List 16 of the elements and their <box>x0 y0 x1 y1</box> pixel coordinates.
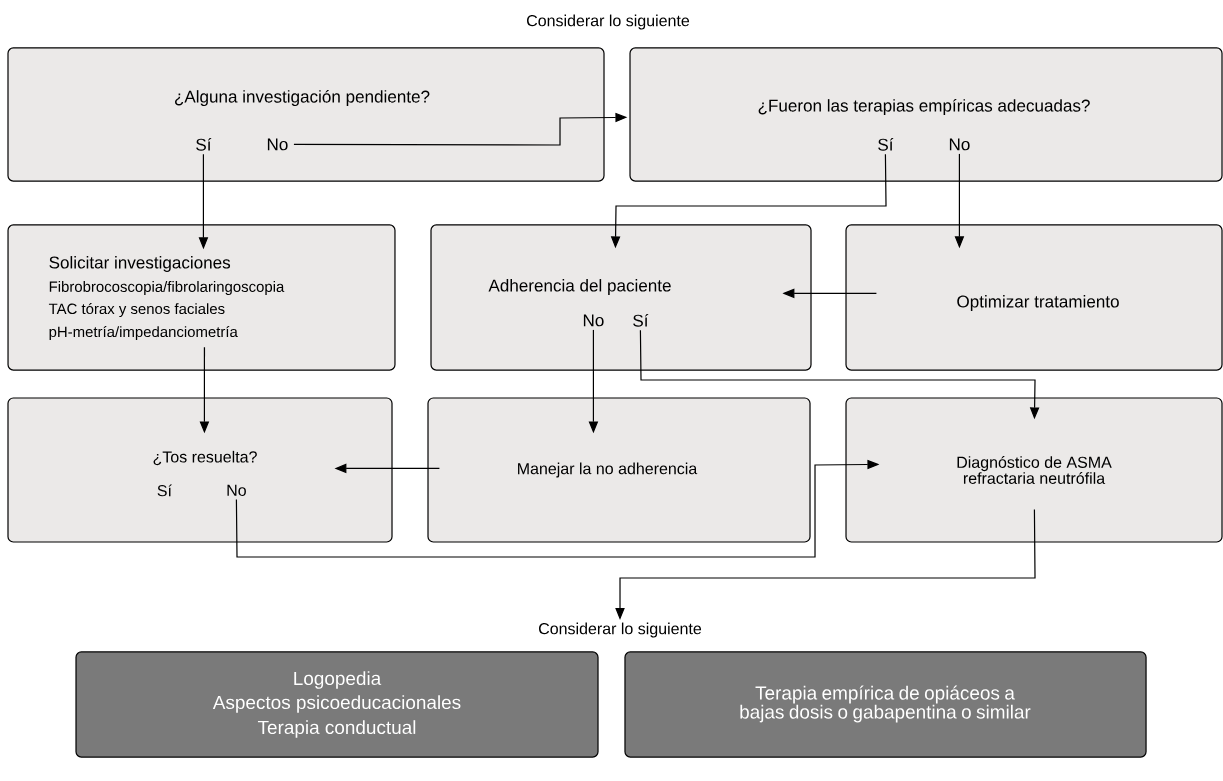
answer-label: No <box>583 314 604 327</box>
title: Considerar lo siguiente <box>527 14 690 30</box>
option-box: Terapia empírica de opiáceos a bajas dosis o gabapentina o similar <box>624 651 1147 758</box>
answer-label: Sí <box>157 484 172 497</box>
answer-label: Sí <box>878 138 894 151</box>
process-box: Optimizar tratamiento <box>845 224 1223 371</box>
process-box: Manejar la no adherencia <box>427 397 811 543</box>
process-box: Solicitar investigaciones Fibrobrocoscopia/fibrolaringoscopia TAC tórax y senos faciales pH-metría/impedanciometría <box>7 224 396 371</box>
answer-label: No <box>227 484 246 496</box>
answer-label: Sí <box>196 138 212 151</box>
answer-label: No <box>267 138 288 151</box>
process-box: Diagnóstico de ASMA refractaria neutrófila <box>845 397 1223 543</box>
answer-label: No <box>949 138 970 151</box>
step-label: Considerar lo siguiente <box>539 622 702 638</box>
answer-label: Sí <box>633 314 649 327</box>
option-box: Logopedia Aspectos psicoeducacionales Terapia conductual <box>75 651 599 758</box>
